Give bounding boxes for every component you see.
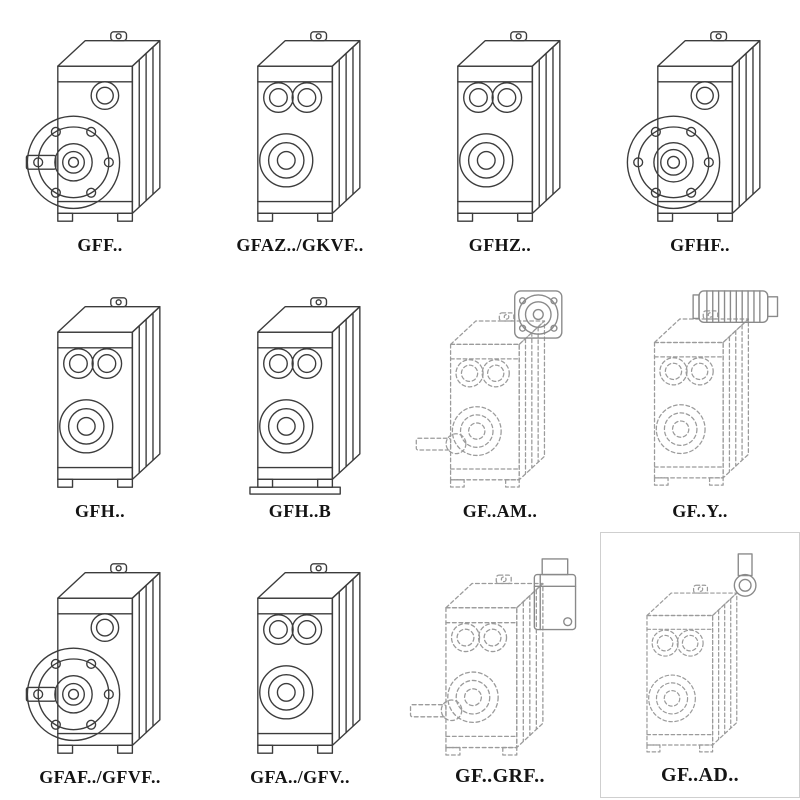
- catalog-cell: GFF..: [0, 0, 200, 266]
- gearbox-with-input-flange-drawing: [415, 290, 563, 488]
- gearbox-with-top-input-drawing: [646, 553, 757, 753]
- model-label: GFA../GFV..: [250, 767, 350, 787]
- model-label: GF..Y..: [672, 501, 728, 521]
- catalog-cell: GFA../GFV..: [200, 532, 400, 798]
- catalog-cell: GFH..: [0, 266, 200, 532]
- model-label: GFF..: [77, 235, 123, 255]
- model-label: GFH..B: [268, 501, 332, 521]
- model-label: GF..GRF..: [455, 765, 545, 787]
- hollow-shaft-gearbox-drawing: [257, 563, 361, 754]
- model-label: GFAZ../GKVF..: [236, 235, 364, 255]
- model-label: GFAF../GFVF..: [39, 767, 161, 787]
- hollow-shaft-gearbox-drawing: [457, 31, 561, 222]
- gearbox-with-motor-drawing: [653, 290, 779, 486]
- hollow-flange-gearbox-drawing: [626, 31, 761, 222]
- model-label: GF..AM..: [462, 501, 538, 521]
- catalog-cell: GFH..B: [200, 266, 400, 532]
- hollow-shaft-gearbox-drawing: [257, 31, 361, 222]
- catalog-cell: GF..AD..: [600, 532, 800, 798]
- catalog-cell: GFHF..: [600, 0, 800, 266]
- catalog-cell: GF..Y..: [600, 266, 800, 532]
- flange-shaft-gearbox-drawing: [25, 563, 161, 754]
- hollow-shaft-gearbox-base-drawing: [249, 297, 361, 495]
- hollow-shaft-gearbox-drawing: [57, 297, 161, 488]
- catalog-cell: GFAZ../GKVF..: [200, 0, 400, 266]
- model-label: GF..AD..: [660, 764, 740, 786]
- flange-shaft-gearbox-drawing: [25, 31, 161, 222]
- catalog-cell: GF..GRF..: [400, 532, 600, 798]
- gearbox-with-adapter-drawing: [409, 558, 577, 756]
- catalog-cell: GFAF../GFVF..: [0, 532, 200, 798]
- catalog-cell: GFHZ..: [400, 0, 600, 266]
- model-label: GFHZ..: [468, 235, 532, 255]
- catalog-cell: GF..AM..: [400, 266, 600, 532]
- model-label: GFHF..: [670, 235, 730, 255]
- model-label: GFH..: [75, 501, 125, 521]
